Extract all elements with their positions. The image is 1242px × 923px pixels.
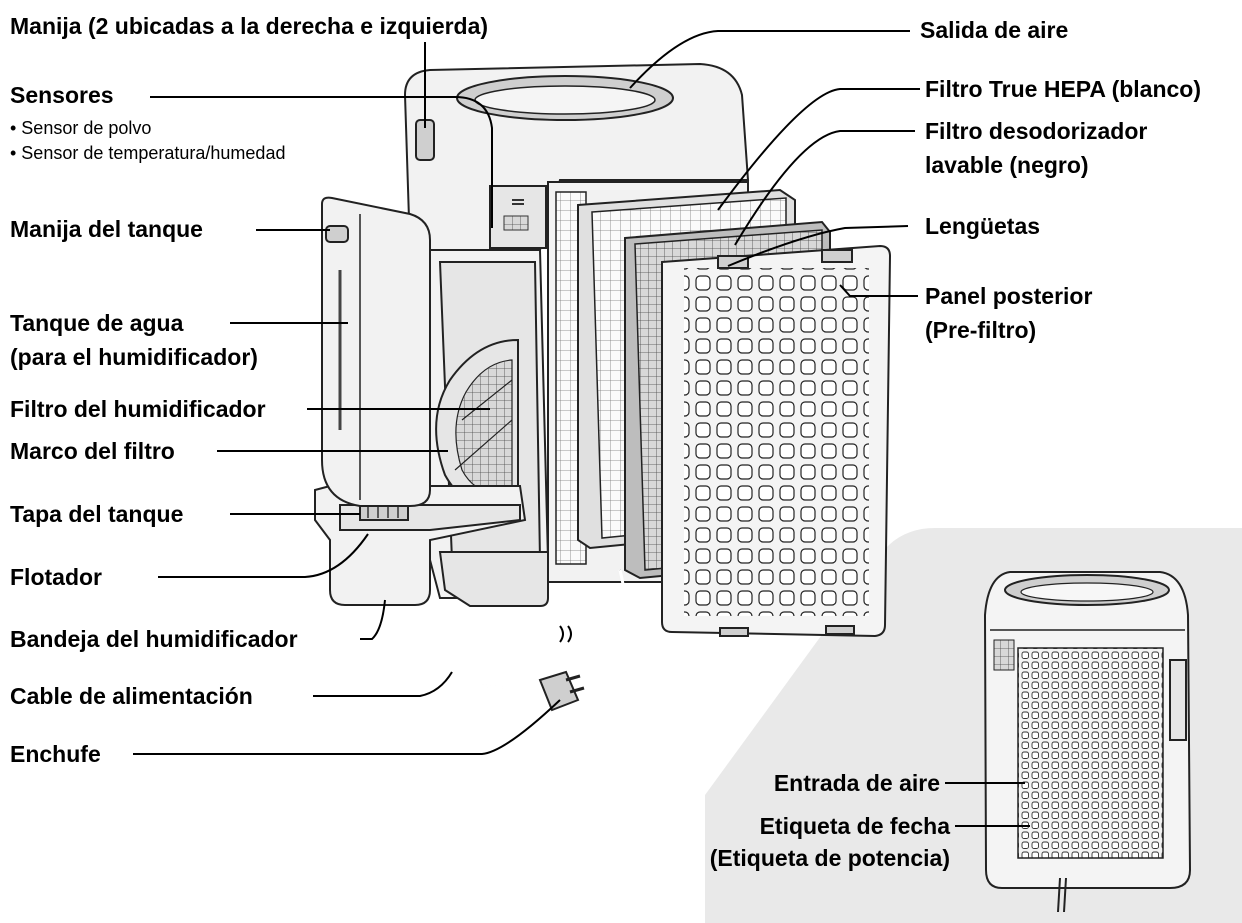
label-marco-filtro: Marco del filtro [10, 438, 175, 464]
label-flotador: Flotador [10, 564, 102, 590]
leader-lines [133, 30, 1030, 827]
label-desodorizador-1: Filtro desodorizador [925, 118, 1147, 144]
label-lenguetas: Lengüetas [925, 213, 1040, 239]
labels: Manija (2 ubicadas a la derecha e izquie… [10, 13, 1201, 871]
tab-left [717, 255, 749, 269]
water-tank [321, 196, 431, 507]
plug [538, 670, 585, 712]
label-tapa-tanque: Tapa del tanque [10, 501, 183, 527]
rear-panel [661, 244, 892, 638]
label-sensores: Sensores [10, 82, 114, 108]
label-sensor-temp: • Sensor de temperatura/humedad [10, 143, 285, 163]
label-tanque-1: Tanque de agua [10, 310, 184, 336]
tab-right [821, 249, 853, 263]
label-salida-aire: Salida de aire [920, 17, 1068, 43]
label-etiqueta-1: Etiqueta de fecha [760, 813, 951, 839]
label-tanque-2: (para el humidificador) [10, 344, 258, 370]
label-etiqueta-2: (Etiqueta de potencia) [710, 845, 950, 871]
label-bandeja: Bandeja del humidificador [10, 626, 298, 652]
label-panel-1: Panel posterior [925, 283, 1092, 309]
label-filtro-humidificador: Filtro del humidificador [10, 396, 266, 422]
label-sensor-polvo: • Sensor de polvo [10, 118, 151, 138]
label-manija: Manija (2 ubicadas a la derecha e izquie… [10, 13, 488, 39]
label-cable: Cable de alimentación [10, 683, 253, 709]
inset-unit [983, 571, 1192, 913]
power-cord [452, 569, 627, 690]
label-filtro-hepa: Filtro True HEPA (blanco) [925, 76, 1201, 102]
label-manija-tanque: Manija del tanque [10, 216, 203, 242]
label-desodorizador-2: lavable (negro) [925, 152, 1089, 178]
label-enchufe: Enchufe [10, 741, 101, 767]
label-panel-2: (Pre-filtro) [925, 317, 1036, 343]
label-entrada-aire: Entrada de aire [774, 770, 940, 796]
